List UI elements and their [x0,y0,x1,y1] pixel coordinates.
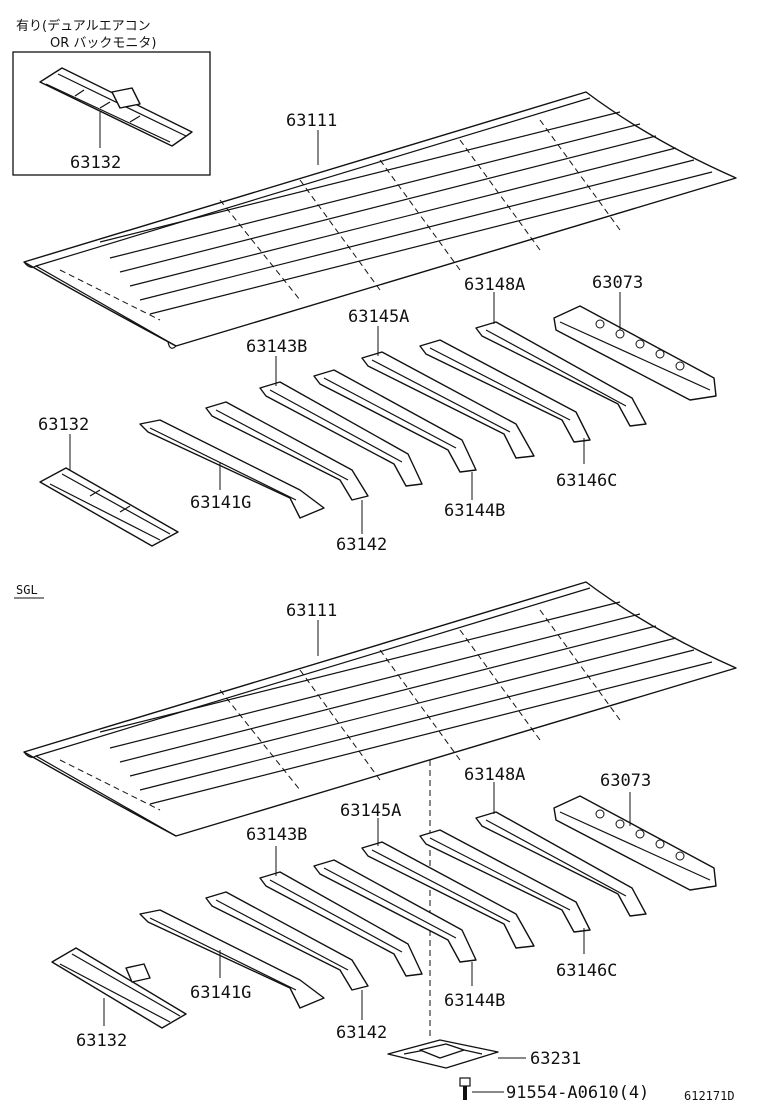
bow-63144b-bottom-drawing [313,859,477,963]
bow-63145a-top-drawing [361,351,535,459]
rear-header-bottom-drawing [553,795,717,891]
variant-note-line1: 有り(デュアルエアコン [16,18,151,34]
diagram-id: 612171D [684,1089,735,1103]
roof-panel-bottom-drawing [23,581,737,1038]
bow-63145a-bottom-drawing [361,841,535,949]
bow-63142-bottom-drawing [205,891,369,991]
bow-63141g-bottom-drawing [139,909,325,1009]
bow-63142-top-label[interactable]: 63142 [336,535,387,555]
roof-panel-top-label[interactable]: 63111 [286,111,337,131]
bow-63146c-bottom-drawing [419,829,591,933]
rear-header-top-label[interactable]: 63073 [592,273,643,293]
variant-note-line2: OR バックモニタ) [50,36,156,51]
bottom-section: SGL 63111 63132 63141G 6 [14,581,737,1103]
bow-63143b-top-drawing [259,381,423,487]
bow-63148a-top-label[interactable]: 63148A [464,275,525,295]
bow-63145a-bottom-label[interactable]: 63145A [340,801,401,821]
rear-header-bottom-label[interactable]: 63073 [600,771,651,791]
bolt-label[interactable]: 91554-A0610(4) [506,1083,649,1103]
bow-63146c-top-drawing [419,339,591,443]
bow-63144b-bottom-label[interactable]: 63144B [444,991,505,1011]
bow-63141g-top-drawing [139,419,325,519]
bow-63144b-top-drawing [313,369,477,473]
rear-header-top-drawing [553,305,717,401]
inset-part-63132-drawing [39,67,193,147]
bow-63143b-bottom-drawing [259,871,423,977]
bow-63142-bottom-label[interactable]: 63142 [336,1023,387,1043]
bow-63148a-bottom-label[interactable]: 63148A [464,765,525,785]
bow-63148a-top-drawing [475,321,647,427]
inset-part-label[interactable]: 63132 [70,153,121,173]
bracket-63231-drawing [387,1039,499,1069]
bow-63132-bottom-drawing [51,947,187,1029]
bow-63141g-bottom-label[interactable]: 63141G [190,983,251,1003]
section-label-sgl: SGL [16,583,38,597]
bow-63146c-top-label[interactable]: 63146C [556,471,617,491]
bow-63146c-bottom-label[interactable]: 63146C [556,961,617,981]
bolt-drawing [459,1077,471,1100]
bow-63132-bottom-label[interactable]: 63132 [76,1031,127,1051]
bow-63148a-bottom-drawing [475,811,647,917]
roof-panel-top-drawing [23,91,737,349]
bow-63142-top-drawing [205,401,369,501]
bow-63144b-top-label[interactable]: 63144B [444,501,505,521]
bow-63132-top-label[interactable]: 63132 [38,415,89,435]
bow-63143b-bottom-label[interactable]: 63143B [246,825,307,845]
top-section: 有り(デュアルエアコン OR バックモニタ) 63132 63111 [12,18,737,555]
bow-63145a-top-label[interactable]: 63145A [348,307,409,327]
inset-frame [12,51,211,176]
bow-63132-top-drawing [39,467,179,547]
bow-63141g-top-label[interactable]: 63141G [190,493,251,513]
bow-63143b-top-label[interactable]: 63143B [246,337,307,357]
bracket-63231-label[interactable]: 63231 [530,1049,581,1069]
roof-panel-bottom-label[interactable]: 63111 [286,601,337,621]
